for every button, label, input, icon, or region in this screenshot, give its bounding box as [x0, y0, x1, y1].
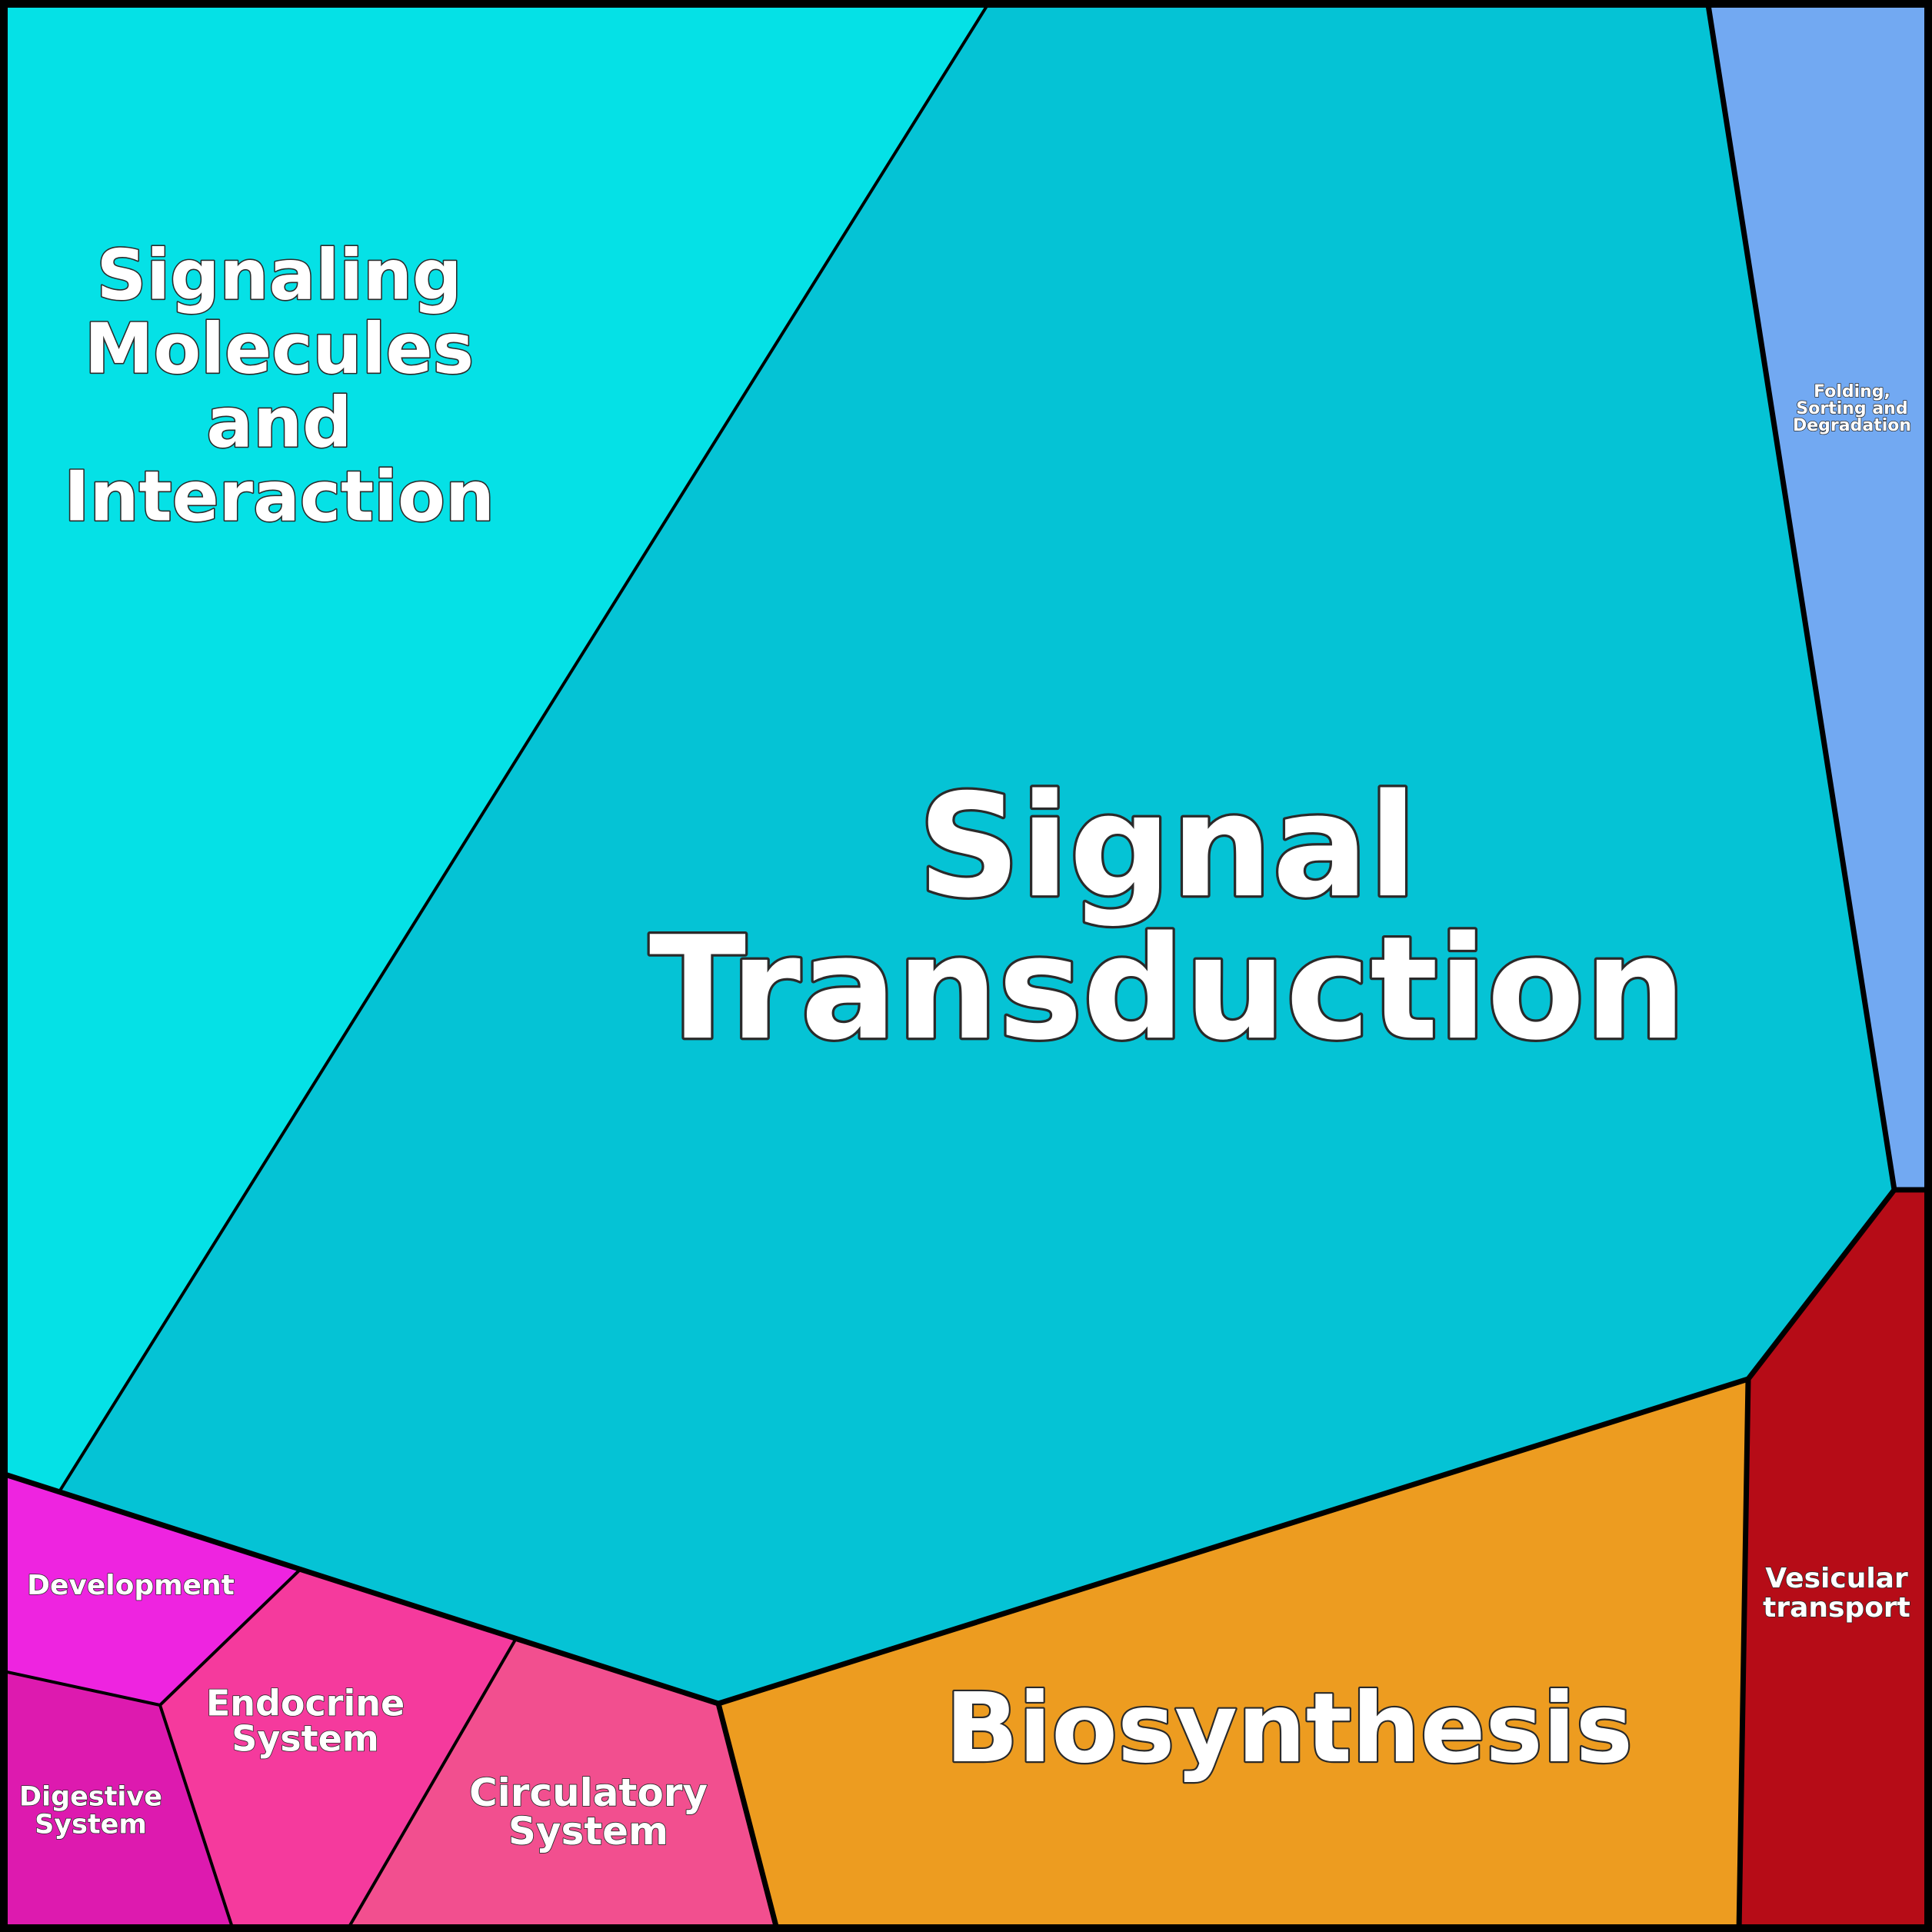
- cell-endocrine-system[interactable]: [160, 1570, 515, 1932]
- cell-border: [0, 1669, 235, 1932]
- label-line: System: [35, 1810, 147, 1840]
- label-line: System: [508, 1809, 668, 1854]
- cell-border: [58, 0, 992, 1492]
- cell-folding-sorting[interactable]: [1707, 0, 1932, 1190]
- cell-signaling-molecules[interactable]: [0, 0, 991, 1491]
- label-line: transport: [1763, 1592, 1910, 1624]
- cell-circulatory-system[interactable]: [346, 1640, 778, 1932]
- label-line: Degradation: [1793, 416, 1911, 435]
- label-line: Sorting and: [1796, 399, 1907, 418]
- label-line: System: [232, 1718, 379, 1760]
- label-line: Folding,: [1814, 382, 1890, 401]
- label-line: Interaction: [64, 456, 495, 537]
- label-line: Development: [27, 1570, 235, 1601]
- label-line: Biosynthesis: [945, 1673, 1633, 1784]
- label-line: Circulatory: [469, 1770, 708, 1815]
- cell-vesicular-transport[interactable]: [1739, 1190, 1932, 1932]
- cell-border: [345, 1638, 517, 1932]
- label-line: Digestive: [19, 1782, 162, 1813]
- cell-signal-transduction[interactable]: [60, 0, 1894, 1704]
- label-line: Endocrine: [206, 1683, 405, 1724]
- label-development: Development: [27, 1570, 235, 1601]
- label-line: Molecules: [85, 308, 474, 389]
- cell-biosynthesis[interactable]: [718, 1379, 1748, 1932]
- cell-border: [715, 1700, 781, 1932]
- label-line: and: [206, 382, 351, 463]
- label-line: Signaling: [96, 235, 461, 315]
- label-line: Signal: [918, 763, 1417, 929]
- cell-development[interactable]: [0, 1473, 300, 1705]
- label-line: Vesicular: [1765, 1563, 1908, 1594]
- label-biosynthesis: Biosynthesis: [945, 1673, 1633, 1784]
- label-line: Transduction: [649, 905, 1686, 1071]
- cell-digestive-system[interactable]: [0, 1671, 234, 1932]
- cell-border: [158, 1568, 301, 1707]
